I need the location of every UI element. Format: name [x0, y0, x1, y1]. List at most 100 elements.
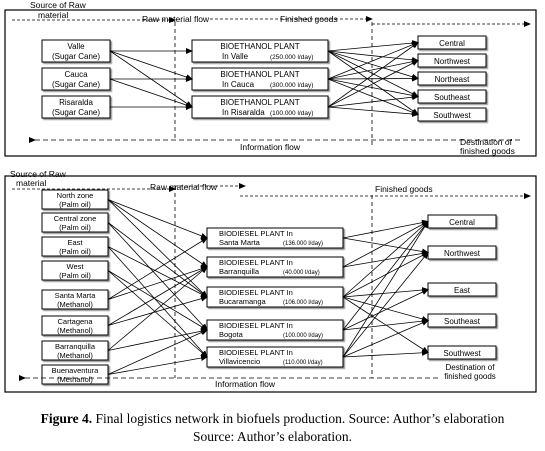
distribution-link	[327, 78, 419, 116]
destination-label-line2: finished goods	[460, 146, 515, 156]
distribution-link	[327, 40, 419, 52]
distribution-link	[327, 50, 419, 116]
plant-capacity: (250.000 l/day)	[270, 54, 313, 61]
source-name: North zone	[57, 191, 94, 200]
destination-name: Northwest	[434, 57, 471, 66]
plant-title: BIODIESEL PLANT In	[219, 288, 293, 297]
destination-name: Northwest	[444, 249, 481, 258]
destination-label-line1: Destination of	[460, 137, 513, 147]
destination-name: Southeast	[434, 93, 471, 102]
figure-caption-text: Final logistics network in biofuels prod…	[95, 411, 505, 426]
distribution-link	[342, 220, 429, 298]
destination-name: East	[454, 286, 471, 295]
distribution-link	[342, 251, 429, 358]
source-type: (Sugar Cane)	[52, 80, 100, 89]
source-type: (Sugar Cane)	[52, 108, 100, 117]
distribution-link	[327, 41, 419, 80]
source-label-line1: Source of Raw	[30, 0, 87, 10]
raw-material-link	[107, 266, 208, 351]
distribution-link	[342, 219, 429, 239]
distribution-link	[327, 60, 419, 108]
destination-label-line1: Destination of	[446, 363, 496, 372]
source-type: (Palm oil)	[59, 200, 91, 209]
raw-material-link	[107, 355, 208, 375]
information-flow-label: Information flow	[215, 379, 276, 389]
raw-material-link	[107, 246, 208, 358]
finished-goods-label: Finished goods	[280, 14, 338, 24]
source-type: (Methanol)	[57, 375, 93, 384]
figure-caption-label: Figure 4.	[40, 411, 93, 426]
plant-location: Santa Marta	[219, 238, 261, 247]
source-type: (Palm oil)	[59, 247, 91, 256]
raw-material-link	[107, 270, 208, 358]
raw-material-flow-label: Raw material flow	[142, 14, 210, 24]
plant-location: In Valle	[222, 52, 249, 61]
plant-title: BIOETHANOL PLANT	[220, 42, 299, 51]
destination-name: Central	[439, 39, 465, 48]
source-name: Risaralda	[59, 98, 93, 107]
distribution-link	[327, 50, 419, 80]
plant-location: Barranquilla	[219, 267, 260, 276]
raw-material-link	[109, 50, 193, 80]
source-name: Barranquilla	[55, 342, 96, 351]
distribution-link	[327, 106, 419, 117]
plant-capacity: (100.000 l/day)	[270, 110, 313, 117]
source-label-line2: material	[16, 178, 46, 188]
distribution-link	[342, 220, 429, 331]
distribution-link	[342, 318, 429, 331]
source-name: East	[67, 238, 83, 247]
plant-title: BIODIESEL PLANT In	[219, 258, 293, 267]
plant-title: BIODIESEL PLANT In	[219, 229, 293, 238]
plant-capacity: (110.000 l/day)	[283, 360, 323, 366]
distribution-link	[342, 237, 429, 255]
raw-material-link	[107, 270, 208, 331]
distribution-link	[342, 289, 429, 331]
source-type: (Methanol)	[57, 326, 93, 335]
distribution-link	[327, 94, 419, 108]
source-name: Central zone	[54, 214, 97, 223]
plant-capacity: (300.000 l/day)	[270, 82, 313, 89]
distribution-link	[327, 50, 419, 97]
figure-caption: Figure 4. Final logistics network in bio…	[0, 410, 545, 428]
distribution-link	[342, 296, 429, 322]
destination-name: Southwest	[433, 111, 471, 120]
source-type: (Sugar Cane)	[52, 52, 100, 61]
distribution-link	[342, 349, 429, 358]
source-type: (Methanol)	[57, 351, 93, 360]
raw-material-link	[109, 78, 193, 108]
source-name: West	[67, 262, 85, 271]
raw-material-flow-label: Raw material flow	[150, 182, 218, 192]
source-label-line2: material	[38, 10, 68, 20]
plant-location: In Cauca	[222, 80, 255, 89]
plant-title: BIOETHANOL PLANT	[220, 98, 299, 107]
plant-location: Bucaramanga	[219, 297, 267, 306]
raw-material-link	[107, 328, 208, 351]
plant-title: BIOETHANOL PLANT	[220, 70, 299, 79]
finished-goods-label: Finished goods	[375, 184, 433, 194]
raw-material-link	[107, 295, 208, 326]
panel-border	[4, 175, 537, 393]
raw-material-link	[107, 199, 208, 298]
source-name: Buenaventura	[52, 366, 100, 375]
information-flow-label: Information flow	[240, 142, 301, 152]
destination-name: Southeast	[444, 317, 481, 326]
source-type: (Palm oil)	[59, 223, 91, 232]
plant-location: In Risaralda	[222, 108, 265, 117]
destination-name: Central	[449, 218, 475, 227]
distribution-link	[327, 75, 419, 82]
raw-material-link	[107, 237, 208, 300]
raw-material-link	[107, 329, 208, 375]
figure-caption-source: Source: Author’s elaboration.	[192, 429, 353, 444]
distribution-link	[342, 287, 429, 298]
plant-location: Bogota	[219, 330, 244, 339]
plant-title: BIODIESEL PLANT In	[219, 321, 293, 330]
raw-material-link	[107, 199, 208, 268]
source-name: Cauca	[64, 70, 88, 79]
raw-material-link	[107, 222, 208, 298]
distribution-link	[327, 41, 419, 108]
distribution-link	[327, 78, 419, 99]
distribution-link	[342, 252, 429, 298]
destination-name: Northeast	[435, 75, 470, 84]
